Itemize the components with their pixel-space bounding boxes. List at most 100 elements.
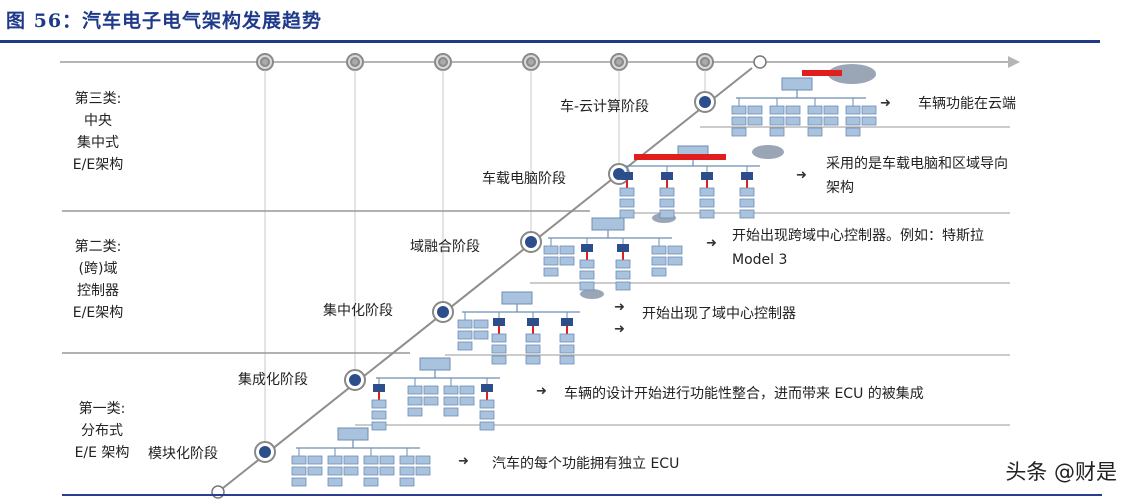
ecu-box [823, 105, 839, 115]
architecture-icon [291, 427, 431, 487]
ecu-box [615, 259, 631, 269]
stage-label-domain-fusion: 域融合阶段 [410, 239, 480, 255]
ecu-box [423, 385, 439, 395]
domain-controller [527, 318, 539, 326]
ecu-box [291, 477, 307, 487]
stage-description-modular: 汽车的每个功能拥有独立 ECU [492, 456, 680, 472]
category-label: 第一类: 分布式 E/E 架构 [74, 401, 130, 461]
cloud-icon [752, 145, 784, 159]
ecu-box [769, 127, 785, 137]
ecu-box [399, 477, 415, 487]
ecu-box [291, 466, 307, 476]
architecture-icon [543, 213, 683, 291]
ecu-box [363, 455, 379, 465]
ecu-box [543, 245, 559, 255]
ecu-box [457, 341, 473, 351]
ecu-box [291, 455, 307, 465]
ecu-box [807, 105, 823, 115]
ecu-box [371, 410, 387, 420]
ecu-box [371, 421, 387, 431]
ecu-box [491, 344, 507, 354]
stage-node-core [259, 446, 271, 458]
ecu-box [457, 330, 473, 340]
ecu-box [699, 209, 715, 219]
stage-label-cloud: 车-云计算阶段 [560, 99, 650, 115]
stage-description-integrated: 车辆的设计开始进行功能性整合，进而带来 ECU 的被集成 [564, 386, 924, 402]
ecu-box [579, 270, 595, 280]
ecu-box [739, 209, 755, 219]
ecu-box [615, 270, 631, 280]
stage-label-modular: 模块化阶段 [148, 446, 218, 462]
arrow-icon: ➜ [614, 300, 625, 315]
domain-controller [493, 318, 505, 326]
stage-node-core [525, 236, 537, 248]
ecu-box [473, 330, 489, 340]
ecu-box [651, 256, 667, 266]
ecu-box [399, 466, 415, 476]
central-controller [591, 217, 625, 231]
ecu-box [423, 396, 439, 406]
ecu-box [491, 333, 507, 343]
ecu-box [699, 187, 715, 197]
timeline-marker [260, 57, 270, 67]
ecu-box [559, 355, 575, 365]
timeline-marker [700, 57, 710, 67]
ecu-box [579, 281, 595, 291]
ecu-box [363, 466, 379, 476]
stage-node-core [349, 374, 361, 386]
architecture-icon [371, 357, 500, 431]
ecu-box [731, 127, 747, 137]
ecu-box [823, 116, 839, 126]
watermark: 头条 @财是 [1005, 460, 1117, 484]
ecu-box [415, 455, 431, 465]
timeline-marker [526, 57, 536, 67]
domain-controller [701, 172, 713, 180]
stage-description-computer: 采用的是车载电脑和区域导向 架构 [826, 156, 1008, 196]
stage-label-centralized: 集中化阶段 [323, 303, 393, 319]
domain-controller [373, 384, 385, 392]
highlight-link [634, 154, 726, 160]
ecu-box [747, 105, 763, 115]
timeline-end-marker [753, 55, 767, 69]
ecu-box [559, 245, 575, 255]
ecu-box [525, 333, 541, 343]
ecu-box [407, 396, 423, 406]
ecu-box [619, 198, 635, 208]
ecu-box [559, 344, 575, 354]
ecu-box [861, 105, 877, 115]
ecu-box [659, 187, 675, 197]
ecu-box [525, 344, 541, 354]
stage-description-domain-fusion: 开始出现跨域中心控制器。例如：特斯拉 Model 3 [732, 228, 984, 268]
timeline-arrowhead [1008, 56, 1020, 68]
ecu-box [651, 267, 667, 277]
ecu-box [473, 319, 489, 329]
ecu-box [659, 209, 675, 219]
stage-label-computer: 车载电脑阶段 [482, 171, 566, 187]
ecu-box [307, 455, 323, 465]
category-domain: 第二类: (跨)域 控制器 E/E架构 [62, 236, 134, 324]
ecu-box [379, 466, 395, 476]
ecu-box [491, 355, 507, 365]
figure-title: 图 56：汽车电子电气架构发展趋势 [6, 10, 323, 32]
arrow-icon: ➜ [706, 236, 717, 251]
ecu-box [363, 477, 379, 487]
ecu-box [619, 187, 635, 197]
arrow-icon: ➜ [880, 96, 891, 111]
ecu-box [407, 407, 423, 417]
central-controller [337, 427, 369, 441]
ecu-box [479, 421, 495, 431]
domain-controller [481, 384, 493, 392]
timeline-markers [256, 53, 714, 71]
ecu-box [845, 127, 861, 137]
ecu-box [739, 198, 755, 208]
ecu-box [559, 256, 575, 266]
ecu-box [525, 355, 541, 365]
stage-node-core [437, 306, 449, 318]
ecu-box [579, 259, 595, 269]
ecu-box [479, 399, 495, 409]
arrow-icon: ➜ [458, 454, 469, 469]
category-label: 第三类: 中央 集中式 E/E架构 [72, 91, 124, 173]
ecu-box [667, 256, 683, 266]
progression-start-marker [211, 485, 225, 499]
architecture-icon [731, 64, 877, 137]
